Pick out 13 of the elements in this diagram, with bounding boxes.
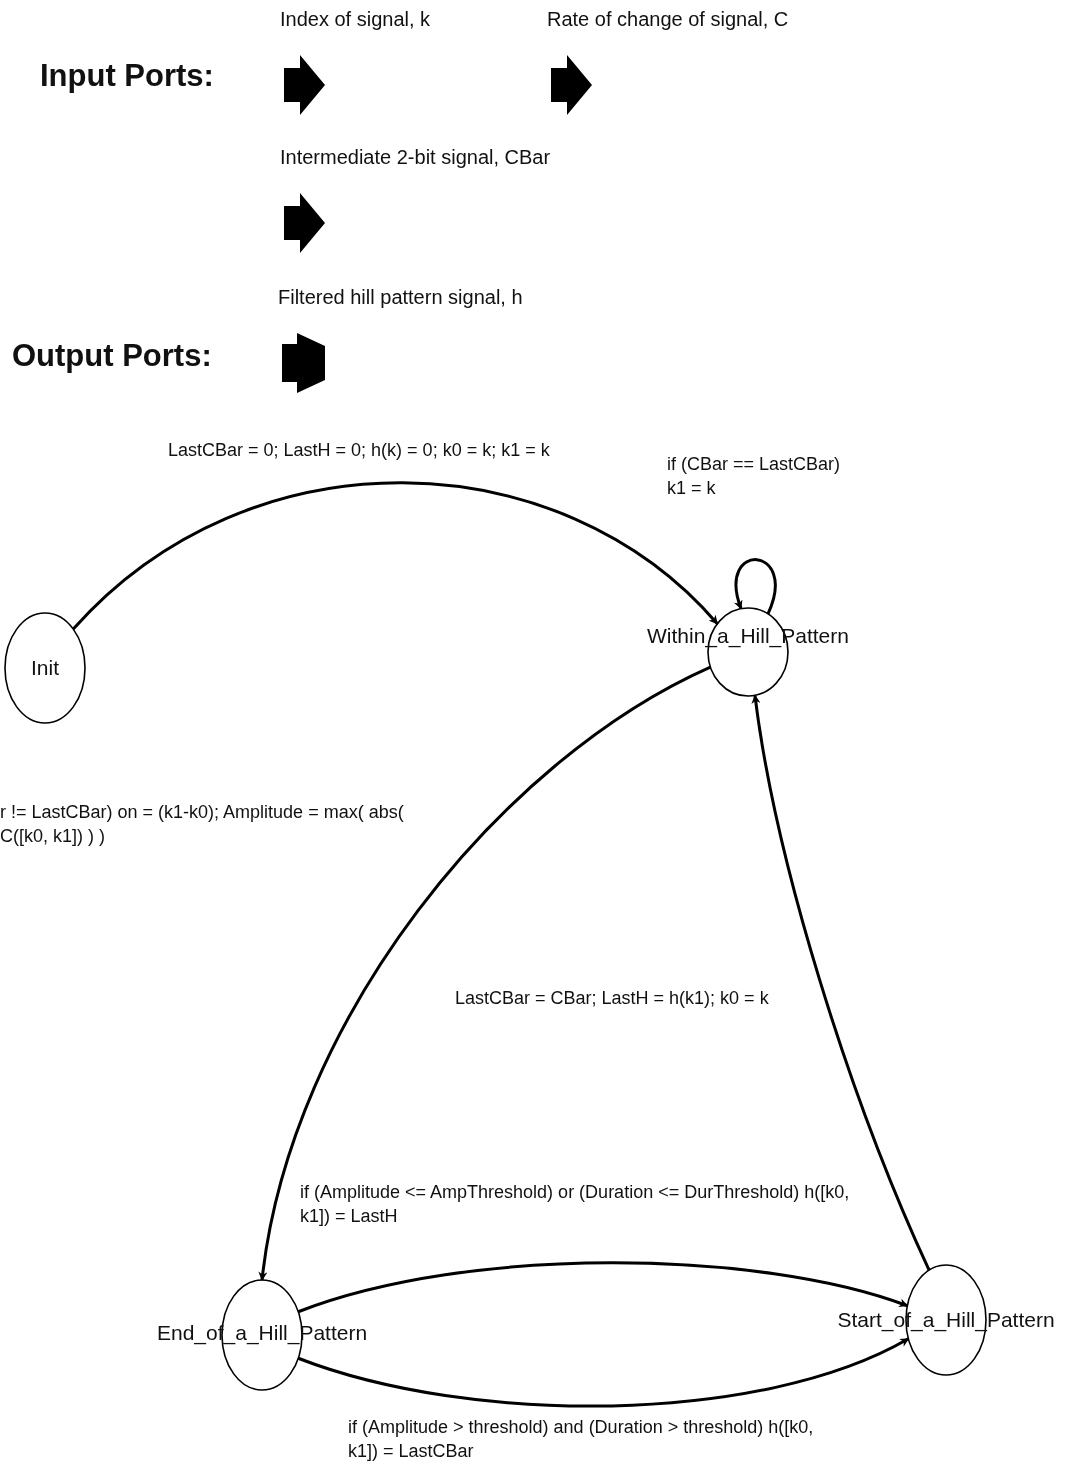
transition-arrow: [297, 1337, 910, 1408]
port-name: Rate of change of signal, C: [547, 8, 789, 31]
port-name: Index of signal, k: [280, 8, 431, 31]
port-name: Intermediate 2-bit signal, CBar: [280, 146, 551, 169]
section-heading: Output Ports:: [12, 338, 212, 374]
transition-arrow: [734, 558, 777, 615]
transition-arrow: [751, 694, 931, 1271]
state-name: Init: [31, 656, 59, 680]
transition-arrow: [258, 665, 712, 1281]
section-heading: Input Ports:: [40, 58, 214, 94]
transition-arrow: [297, 1261, 909, 1314]
transition-arrow: [72, 481, 719, 631]
port-name: Filtered hill pattern signal, h: [278, 286, 523, 309]
